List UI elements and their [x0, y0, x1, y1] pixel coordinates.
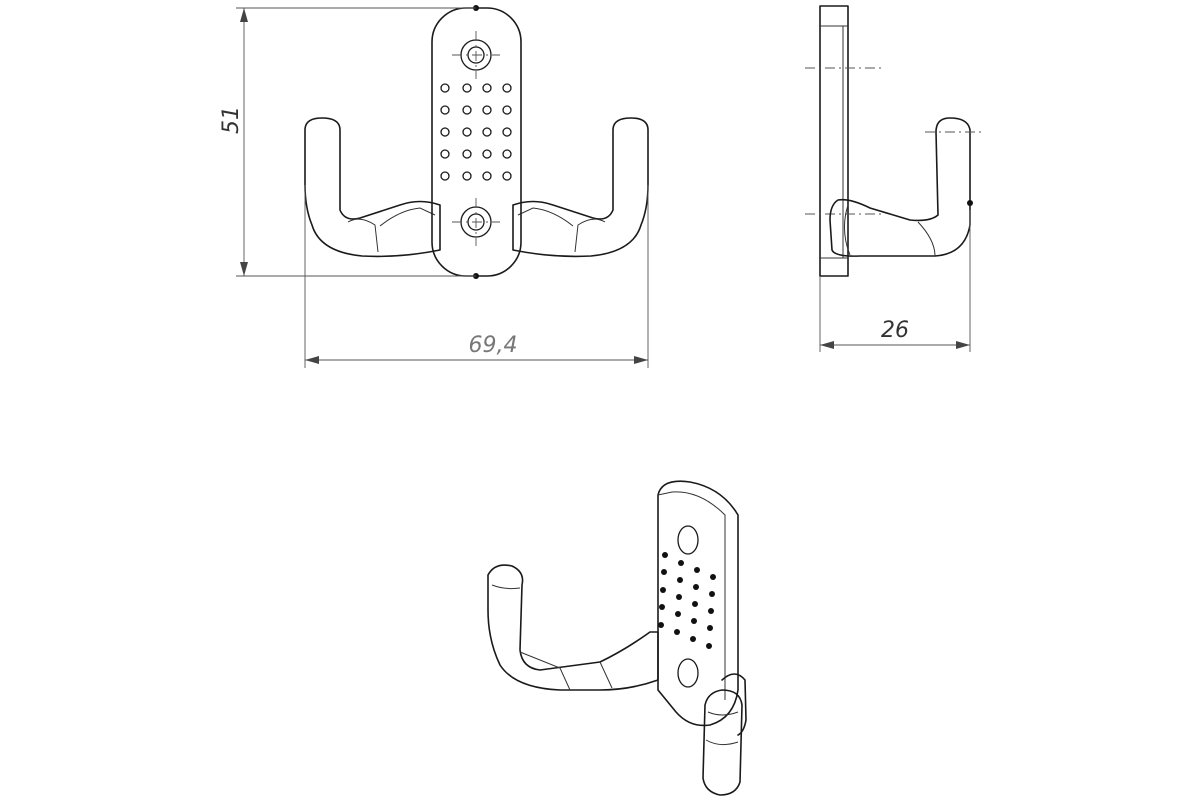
- front-right-hook: [512, 117, 649, 258]
- side-view: [805, 5, 982, 277]
- iso-right-hook: [702, 689, 743, 796]
- front-bottom-mounting-hole: [452, 198, 500, 246]
- front-left-hook: [304, 117, 441, 258]
- iso-left-hook: [487, 564, 659, 691]
- iso-backplate: [657, 480, 739, 727]
- width-dimension: 69,4: [304, 185, 649, 368]
- height-dimension-label: 51: [219, 106, 244, 134]
- iso-bottom-mounting-hole: [677, 658, 699, 688]
- height-dimension: 51: [219, 7, 476, 277]
- side-hook-profile: [829, 117, 971, 257]
- side-backplate: [819, 5, 849, 277]
- front-perforation-pattern: [440, 83, 512, 181]
- isometric-view: [487, 480, 747, 796]
- front-view: [304, 5, 649, 279]
- depth-dimension: 26: [819, 210, 971, 352]
- width-dimension-label: 69,4: [469, 333, 518, 358]
- depth-dimension-label: 26: [881, 318, 909, 343]
- front-top-mounting-hole: [452, 31, 500, 79]
- iso-top-mounting-hole: [677, 525, 699, 555]
- iso-perforation-pattern: [658, 552, 716, 649]
